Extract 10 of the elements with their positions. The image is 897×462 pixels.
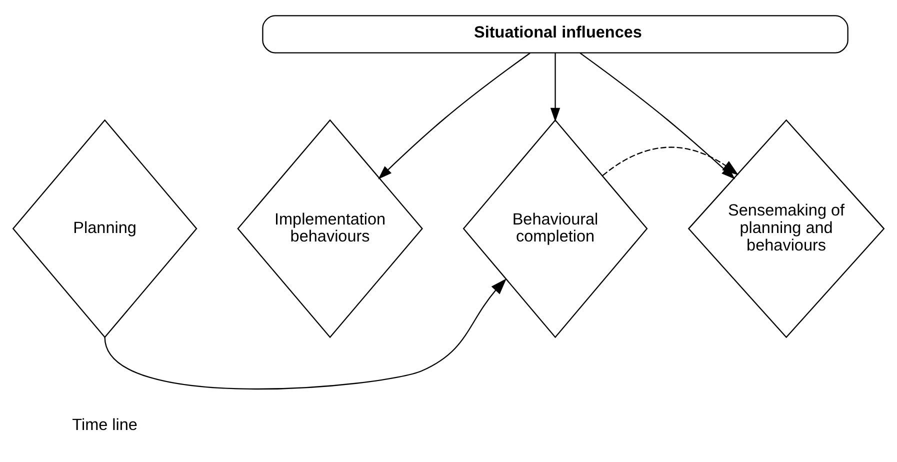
arrow (104, 278, 507, 390)
arrow (378, 52, 530, 180)
node-diamond: Sensemaking of planning and behaviours (688, 119, 885, 338)
label: Time line (72, 416, 138, 434)
node-box: Situational influences (262, 15, 848, 54)
node-diamond: Planning (12, 119, 198, 338)
arrow (550, 53, 560, 122)
arrow (602, 146, 739, 176)
node-diamond: Behavioural completion (462, 119, 648, 338)
node-diamond: Implementation behaviours (237, 119, 423, 338)
